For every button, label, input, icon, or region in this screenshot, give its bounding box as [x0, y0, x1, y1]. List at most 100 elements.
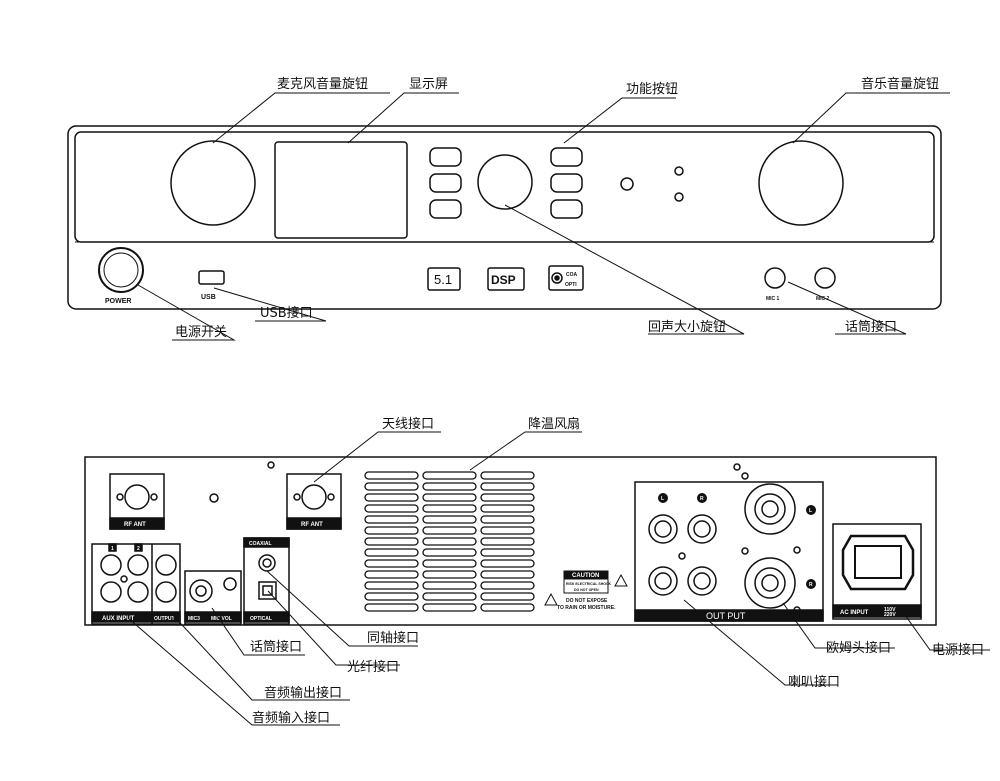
power-label: POWER: [105, 298, 131, 305]
right-channel-badge: [697, 493, 707, 503]
function-button[interactable]: [550, 173, 583, 193]
coa-opti-box: [548, 265, 584, 291]
callout-coaxial-port: 同轴接口: [367, 630, 419, 646]
ohm-terminal-l[interactable]: [744, 483, 796, 535]
aux-in-jack[interactable]: [127, 581, 149, 603]
aux-ch1-label: 1: [111, 546, 114, 552]
cooling-fan-vents: [364, 471, 535, 612]
coaxial-jack[interactable]: [258, 554, 276, 572]
aux-input-label: AUX INPUT: [102, 616, 135, 622]
no-expose-1: DO NOT EXPOSE: [566, 598, 608, 604]
front-panel: [67, 125, 942, 310]
badge-5-1-text: 5.1: [434, 272, 452, 287]
ohm-right-label: R: [809, 582, 813, 588]
function-button[interactable]: [429, 147, 462, 167]
out-put-label: OUT PUT: [706, 611, 746, 621]
callout-optical-port: 光纤接口: [347, 659, 399, 675]
indicator-led: [674, 166, 684, 176]
callout-cooling-fan: 降温风扇: [528, 416, 580, 432]
mic3-block: [184, 570, 242, 625]
mic1-label: MIC 1: [766, 296, 780, 302]
speaker-rca-l2[interactable]: [648, 566, 678, 596]
mic-vol-label: MIC VOL: [211, 616, 232, 622]
callout-antenna-port: 天线接口: [382, 416, 434, 432]
callout-display: 显示屏: [409, 77, 448, 92]
function-button[interactable]: [550, 199, 583, 219]
mic-vol-knob[interactable]: [223, 577, 237, 591]
badge-dsp-text: DSP: [491, 273, 516, 287]
mic1-jack[interactable]: [764, 267, 786, 289]
ohm-terminal-r[interactable]: [744, 557, 796, 609]
ac-220-label: 220V: [884, 612, 896, 618]
callout-audio-out-port: 音频输出接口: [264, 685, 342, 701]
right-channel-label: R: [700, 496, 704, 502]
rf-ant-right-label: RF ANT: [301, 522, 323, 528]
function-button[interactable]: [429, 173, 462, 193]
usb-label: USB: [201, 294, 216, 301]
coaxial-label: COAXIAL: [249, 541, 272, 547]
callout-mic-port-rear: 话筒接口: [250, 639, 302, 655]
callout-music-volume-knob: 音乐音量旋钮: [861, 76, 939, 92]
callout-power-switch: 电源开关: [175, 325, 227, 340]
callout-usb-port: USB接口: [260, 305, 313, 321]
coa-jack[interactable]: [551, 272, 563, 284]
function-button[interactable]: [429, 199, 462, 219]
power-switch[interactable]: [98, 247, 144, 293]
caution-label: [544, 570, 628, 606]
indicator-led: [674, 192, 684, 202]
rear-leader-lines: [127, 431, 990, 726]
front-leader-lines: [137, 92, 950, 341]
aux-ch2-label: 2: [137, 546, 140, 552]
left-channel-label: L: [661, 496, 664, 502]
speaker-rca-l[interactable]: [648, 514, 678, 544]
echo-knob[interactable]: [477, 154, 533, 210]
optical-jack[interactable]: [258, 581, 277, 600]
left-channel-badge: [658, 493, 668, 503]
aux-in-jack[interactable]: [127, 554, 149, 576]
ac-110-label: 110V: [884, 607, 896, 613]
callout-mic-port-front: 话筒接口: [845, 319, 897, 335]
speaker-rca-r2[interactable]: [687, 566, 717, 596]
ac-input-socket[interactable]: [832, 523, 922, 620]
aux-in-jack[interactable]: [100, 554, 122, 576]
aux-out-jack[interactable]: [155, 554, 177, 576]
mic2-jack[interactable]: [814, 267, 836, 289]
function-button[interactable]: [550, 147, 583, 167]
output-label: OUTPUT: [154, 616, 175, 622]
callout-function-buttons: 功能按钮: [626, 82, 678, 97]
badge-5-1: [427, 267, 461, 291]
caution-line1: RISK ELECTRICAL SHOCK: [566, 582, 612, 586]
rear-panel: [84, 456, 937, 626]
aux-in-jack[interactable]: [100, 581, 122, 603]
ohm-left-badge: [806, 505, 816, 515]
mic3-label: MIC3: [188, 616, 200, 622]
coa-text: COA: [566, 272, 578, 278]
callout-mic-volume-knob: 麦克风音量旋钮: [277, 76, 368, 92]
no-expose-2: TO RAIN OR MOISTURE.: [557, 605, 616, 611]
music-volume-knob[interactable]: [758, 140, 844, 226]
speaker-rca-r[interactable]: [687, 514, 717, 544]
callout-audio-in-port: 音频输入接口: [252, 710, 330, 726]
aux-out-jack[interactable]: [155, 581, 177, 603]
mic3-jack[interactable]: [189, 579, 213, 603]
rf-ant-left-label: RF ANT: [124, 522, 146, 528]
mic2-label: MIC 2: [816, 296, 830, 302]
callout-ohm-port: 欧姆头接口: [826, 640, 891, 656]
callout-speaker-port: 喇叭接口: [788, 674, 840, 690]
badge-dsp: [487, 267, 525, 291]
ohm-left-label: L: [809, 508, 812, 514]
ir-sensor: [620, 177, 634, 191]
callout-power-port: 电源接口: [932, 642, 984, 658]
optical-label: OPTICAL: [250, 616, 272, 622]
callout-echo-knob: 回声大小旋钮: [648, 320, 726, 335]
mic-volume-knob[interactable]: [170, 140, 256, 226]
opti-text: OPTI: [565, 282, 577, 288]
display-screen: [274, 141, 408, 239]
usb-port[interactable]: [198, 270, 225, 285]
ohm-right-badge: [806, 579, 816, 589]
coax-optical-block: [243, 537, 290, 625]
caution-line2: DO NOT OPEN: [574, 588, 599, 592]
ac-input-label: AC INPUT: [840, 610, 869, 616]
caution-title: CAUTION: [572, 573, 599, 579]
